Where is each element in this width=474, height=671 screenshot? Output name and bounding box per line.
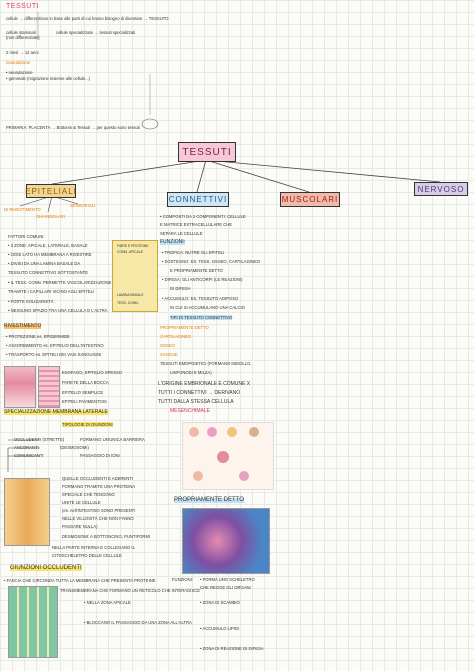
legend-item: TESS. CONN. — [117, 301, 139, 306]
occ-text: NELLE VILLOSITÀ CHE NON FANNO — [62, 516, 134, 521]
note-line: 2 mesi → 12 anni — [6, 50, 39, 55]
tipo-item: CARTILAGINEO — [160, 334, 191, 339]
note-line: (non differenziate) — [6, 35, 40, 40]
funzione-item: • ACCUMULO: ES. TESSUTO ADIPOSO — [162, 296, 238, 301]
con-text: E MATRICE EXTRACELLULARE CHE — [160, 222, 232, 227]
occludenti-image — [8, 586, 58, 658]
occ-text: SPECIALE CHE TENGONO — [62, 492, 115, 497]
rivestimento-title: RIVESTIMENTO — [4, 324, 41, 329]
junction-image — [4, 478, 50, 546]
note-line: • neurulazione — [6, 70, 33, 75]
tipo-item: OSSEO — [160, 343, 175, 348]
epithelium-image — [38, 366, 60, 408]
map-node-muscolari: MUSCOLARI — [280, 192, 340, 207]
giunzione-desc: PASSAGGIO DI IONI — [80, 453, 120, 458]
sub-rivestimento: DI RIVESTIMENTO — [4, 207, 41, 212]
origine-text: MESENCHIMALE — [170, 409, 210, 414]
occ-text: PASSARE NULLA) — [62, 524, 98, 529]
note-line: PRIMARIA: PLACENTA → Bottoms & Tessuti →… — [6, 125, 140, 130]
cell-lineage-diagram — [182, 422, 274, 490]
giunzione-desc: FORMANO UN'UNICA BARRIERA — [80, 437, 145, 442]
epithelium-image — [4, 366, 36, 408]
tipo-item: PROPRIAMENTE DETTO — [160, 325, 209, 330]
con-text: • COMPOSTI DA 2 COMPONENTI: CELLULE — [160, 214, 246, 219]
epi-example: EPITELI PAVIMENTOSI — [62, 399, 107, 404]
giunzione-type: ANCORANTI — [14, 445, 39, 450]
occ-text: QUELLE OCCLUDENTI E ADERENTI — [62, 476, 133, 481]
funzioni-title: FUNZIONI: — [160, 240, 185, 245]
note-line: • gemmale (migrazione insieme alle cellu… — [6, 76, 90, 81]
map-node-epiteliali: EPITELIALI — [26, 184, 76, 198]
fz-item: • FORMA UNO SCHELETRO — [200, 577, 255, 582]
note-line: cellule → differenziano in base alle par… — [6, 16, 168, 21]
funzioni2-title: FUNZIONI: — [172, 577, 193, 582]
giunzione-type: COMUNICANTI — [14, 453, 44, 458]
fattori-title: FATTORI COMUNI: — [8, 234, 45, 239]
giunzioni-title: TIPOLOGIE DI GIUNZIONI — [62, 422, 113, 427]
page-title: TESSUTI — [6, 4, 39, 9]
map-node-nervoso: NERVOSO — [414, 182, 468, 196]
riv-item: • ASSORBIMENTO es. EPITELIO DELL'INTESTI… — [6, 343, 104, 348]
fattore-item: • DIVISI DA UNA LAMINA BASALE DA — [8, 261, 80, 266]
occludenti-title: GIUNZIONI OCCLUDENTI — [10, 566, 82, 571]
sub-ghiandolari: GHIANDOLARI — [36, 214, 65, 219]
epi-example: ESOFAGO, EPITELIO SPESSO — [62, 370, 122, 375]
tipi-title: TIPI DI TESSUTO CONNETTIVO — [170, 315, 232, 320]
tipo-item: TESSUTI EMOPOIETICI (FORMANO MIDOLLO, — [160, 361, 251, 366]
origine-text: L'ORIGINE EMBRIONALE È COMUNE X — [158, 382, 250, 387]
occl-text: • BLOCCANO IL PASSAGGIO DA UNA ZONA ALL'… — [84, 620, 192, 625]
riv-item: • TRASPORTO es. EPITELI DEI VASI SANGUIG… — [6, 352, 101, 357]
occl-text: • NELLA ZONA APICALE — [84, 600, 131, 605]
riv-item: • PROTEZIONE es. EPIDERMIDE — [6, 334, 70, 339]
funzione-item: • SOSTEGNO: ES. TESS. OSSEO, CARTILAGINE… — [162, 259, 260, 264]
fattore-item: • OGNI LATO HA MEMBRANA A RIVESTIRE — [8, 252, 92, 257]
funzione-item: DI DIFESA — [170, 286, 190, 291]
occ-text: FORMANO TRAMITE UNA PROTEINA — [62, 484, 135, 489]
note-line: cellule specializzate → tessuti speciali… — [56, 30, 135, 35]
fattore-item: TRAMITE I CAPILLARI VICINO AGLI EPITELI — [8, 289, 94, 294]
map-node-connettivi: CONNETTIVI — [167, 192, 229, 207]
legend-item: LAMINA BASALE — [117, 293, 144, 298]
desm-text: CITOSCHELETRO DELLE CELLULE — [52, 553, 122, 558]
occl-text: • FASCIA CHE CIRCONDA TUTTA LA MEMBRANA … — [4, 578, 156, 583]
occl-text: TRANSMEMBRANA CHE FORMANO UN RETICOLO CH… — [60, 588, 200, 593]
funzione-item: IN CUI SI ACCUMULANO UNA CALCIO — [170, 305, 245, 310]
origine-text: TUTTI I CONNETTIVI → DERIVANO — [158, 391, 240, 396]
fattore-item: • IL TESS. CONN. PERMETTE VASCOLARIZZAZI… — [8, 280, 111, 285]
desm-text: NELLA PARTE INTERNA E COLLEGANO IL — [52, 545, 135, 550]
note-line: neurulazione — [6, 60, 30, 65]
tissue-image — [182, 508, 270, 574]
legend-item: FIBRE E PROTEINE — [117, 244, 148, 249]
fattore-item: • FORTE SOLIDARIETÀ — [8, 299, 54, 304]
con-text: SEPARA LE CELLULE — [160, 231, 203, 236]
tipo-item: LINFONODI E MILZA) — [170, 370, 212, 375]
fz-item: • ZONA DI SCAMBIO — [200, 600, 240, 605]
legend-box: FIBRE E PROTEINE CONN. APICALE LAMINA BA… — [112, 240, 158, 312]
fz-item: CHE REGGE GLI ORGANI — [200, 585, 251, 590]
giunzione-type: OCCLUDENTI (STRETTE) — [14, 437, 64, 442]
occ-text: (es. nell'INTESTINO SONO PRESENTI — [62, 508, 135, 513]
occ-text: UNITE LE CELLULE — [62, 500, 101, 505]
fattore-item: • NESSUNO SPAZIO TRA UNA CELLULA E L'ALT… — [8, 308, 108, 313]
sub-sensoriali: SENSORIALI — [70, 203, 95, 208]
giunzione-desc: (DESMOSOMI) — [60, 445, 89, 450]
fattore-item: • 3 ZONE: APICALE, LATERALE, BASALE — [8, 243, 88, 248]
legend-item: CONN. APICALE — [117, 250, 143, 255]
propriamente-title: PROPRIAMENTE DETTO — [174, 498, 244, 503]
desm-text: DESMOSOMI: A BOTTONCINO, PUNTIFORMI — [62, 534, 150, 539]
funzione-item: • DIFESA: GLI ANTICORPI (LE REAZIONI) — [162, 277, 243, 282]
funzione-item: E PROPRIAMENTE DETTO — [170, 268, 223, 273]
funzione-item: • TROFICA: NUTRE GLI EPITELI — [162, 250, 224, 255]
epi-example: EPITELIO SEMPLICE — [62, 390, 103, 395]
spec-title: SPECIALIZZAZIONE MEMBRANA LATERALE — [4, 410, 108, 415]
origine-text: TUTTI DALLA STESSA CELLULA — [158, 400, 234, 405]
fz-item: • ACCUMULO LIPIDI — [200, 626, 239, 631]
fz-item: • ZONA DI REAZIONE DI DIFESA — [200, 646, 264, 651]
epi-example: PARETE DELLA BOCCA — [62, 380, 109, 385]
map-root-tessuti: TESSUTI — [178, 142, 236, 162]
tipo-item: SANGUE — [160, 352, 178, 357]
fattore-item: TESSUTO CONNETTIVO SOTTOSTANTE — [8, 270, 88, 275]
